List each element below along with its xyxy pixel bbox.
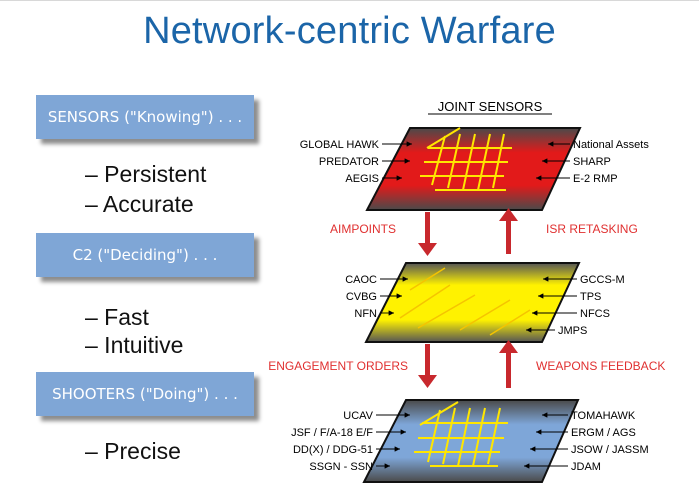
aimpoints-label: AIMPOINTS bbox=[330, 222, 396, 236]
sensors-grid bbox=[420, 127, 512, 191]
bullet-intuitive: – Intuitive bbox=[85, 332, 184, 358]
sensor-right-2: E-2 RMP bbox=[573, 173, 618, 185]
shooters-box: SHOOTERS ("Doing") . . . bbox=[36, 372, 254, 416]
shooter-left-3: SSGN - SSN bbox=[309, 461, 373, 473]
top-border bbox=[0, 0, 699, 1]
weapons-feedback-arrow bbox=[499, 340, 518, 388]
c2-grid bbox=[399, 267, 531, 336]
sensor-right-0: National Assets bbox=[573, 139, 649, 151]
sensor-left-1: PREDATOR bbox=[319, 156, 379, 168]
shooter-right-3: JDAM bbox=[571, 461, 601, 473]
sensor-left-0: GLOBAL HAWK bbox=[300, 139, 380, 151]
c2-right-3: JMPS bbox=[558, 325, 587, 337]
engagement-orders-arrow bbox=[418, 344, 437, 388]
c2-right-0: GCCS-M bbox=[580, 274, 625, 286]
shooters-plane bbox=[362, 399, 580, 483]
c2-left-1: CVBG bbox=[346, 291, 377, 303]
sensor-left-2: AEGIS bbox=[345, 173, 379, 185]
shooter-right-2: JSOW / JASSM bbox=[571, 444, 649, 456]
network-diagram: JOINT SENSORS GLOBAL HAWK PREDATOR AEGIS… bbox=[268, 99, 665, 483]
bullet-precise: – Precise bbox=[85, 438, 181, 464]
slide-title: Network-centric Warfare bbox=[143, 10, 556, 52]
c2-plane bbox=[364, 262, 581, 343]
isr-retasking-arrow bbox=[499, 208, 518, 254]
shooter-right-0: TOMAHAWK bbox=[571, 410, 636, 422]
shooter-left-2: DD(X) / DDG-51 bbox=[293, 444, 373, 456]
aimpoints-arrow bbox=[418, 212, 437, 256]
c2-left-0: CAOC bbox=[345, 274, 377, 286]
bullet-fast: – Fast bbox=[85, 304, 149, 330]
c2-right-2: NFCS bbox=[580, 308, 610, 320]
shooters-grid bbox=[414, 401, 508, 467]
sensors-box: SENSORS ("Knowing") . . . bbox=[36, 95, 254, 139]
bullet-persistent: – Persistent bbox=[85, 161, 207, 187]
weapons-feedback-label: WEAPONS FEEDBACK bbox=[536, 359, 665, 373]
engagement-orders-label: ENGAGEMENT ORDERS bbox=[268, 359, 408, 373]
isr-retasking-label: ISR RETASKING bbox=[546, 222, 638, 236]
sensor-right-1: SHARP bbox=[573, 156, 611, 168]
bullet-accurate: – Accurate bbox=[85, 191, 194, 217]
shooter-left-1: JSF / F/A-18 E/F bbox=[291, 427, 373, 439]
c2-right-1: TPS bbox=[580, 291, 601, 303]
c2-box: C2 ("Deciding") . . . bbox=[36, 233, 254, 277]
joint-sensors-heading: JOINT SENSORS bbox=[438, 99, 543, 114]
shooter-right-1: ERGM / AGS bbox=[571, 427, 636, 439]
shooter-left-0: UCAV bbox=[343, 410, 373, 422]
sensors-plane bbox=[365, 127, 582, 211]
c2-left-2: NFN bbox=[354, 308, 377, 320]
